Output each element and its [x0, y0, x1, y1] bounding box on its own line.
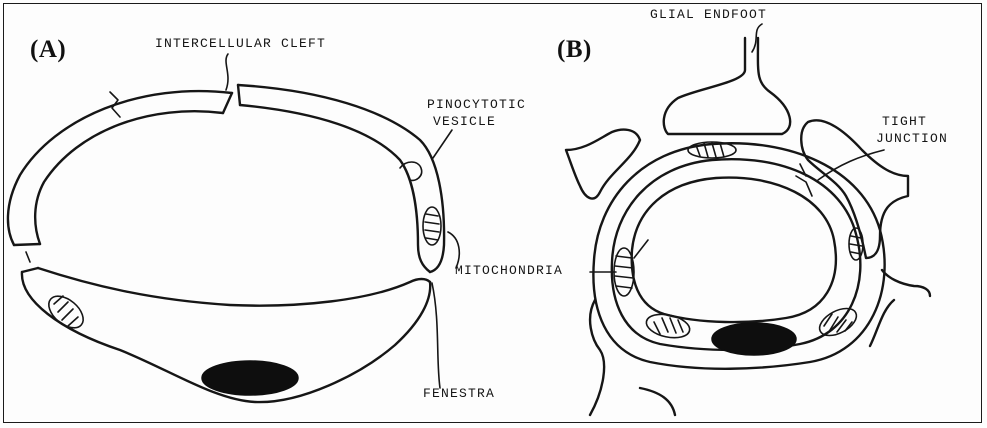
label-tight-line1: TIGHT [876, 113, 948, 130]
label-intercellular-cleft: INTERCELLULAR CLEFT [155, 35, 326, 52]
panel-a-label: (A) [30, 36, 66, 64]
glial-process-left [566, 130, 640, 199]
nucleus-a [202, 361, 298, 395]
fenestra-gap-a [26, 252, 30, 262]
endothelium-inner-wall-b [240, 105, 430, 272]
mitochondrion-b2 [614, 248, 634, 296]
label-pinocytotic-line2: VESICLE [427, 113, 526, 130]
mitochondrion-cristae-a1 [425, 214, 439, 240]
glial-endfoot-top [664, 38, 790, 134]
segment-edge-c [22, 268, 38, 272]
segment-end-b [238, 85, 240, 105]
glial-process-right-lower [870, 270, 930, 346]
leader-pinocytotic-vesicle [433, 130, 452, 158]
panel-b-label: (B) [557, 36, 592, 64]
label-tight-junction: TIGHT JUNCTION [876, 113, 948, 147]
label-pinocytotic-vesicle: PINOCYTOTIC VESICLE [427, 96, 526, 130]
leader-intercellular-cleft [226, 54, 228, 90]
endothelium-outer-wall-a [8, 91, 232, 245]
endothelium-outer-wall-b [238, 85, 444, 272]
glial-process-bottom [640, 388, 675, 415]
segment-end-a [223, 93, 232, 113]
label-pinocytotic-line1: PINOCYTOTIC [427, 96, 526, 113]
endothelium-inner-wall-c [38, 268, 430, 306]
pinocytotic-vesicle-shape [400, 162, 422, 180]
leader-fenestra [432, 283, 440, 388]
glial-process-bottom-left [590, 300, 604, 415]
capillary-lumen [632, 178, 836, 323]
segment-edge-a [14, 244, 40, 245]
label-mitochondria: MITOCHONDRIA [455, 262, 563, 279]
label-glial-endfoot: GLIAL ENDFOOT [650, 6, 767, 23]
mitochondrion-cristae-b4 [654, 318, 683, 334]
panel-b-capillary [566, 24, 930, 415]
junction-mark-left [634, 240, 648, 258]
label-tight-line2: JUNCTION [876, 130, 948, 147]
nucleus-b [712, 323, 796, 355]
tight-junction-mark [796, 164, 812, 196]
mitochondrion-cristae-b2 [615, 256, 633, 288]
label-fenestra: FENESTRA [423, 385, 495, 402]
panel-a-capillary [8, 54, 459, 402]
mitochondrion-b4 [644, 311, 692, 342]
